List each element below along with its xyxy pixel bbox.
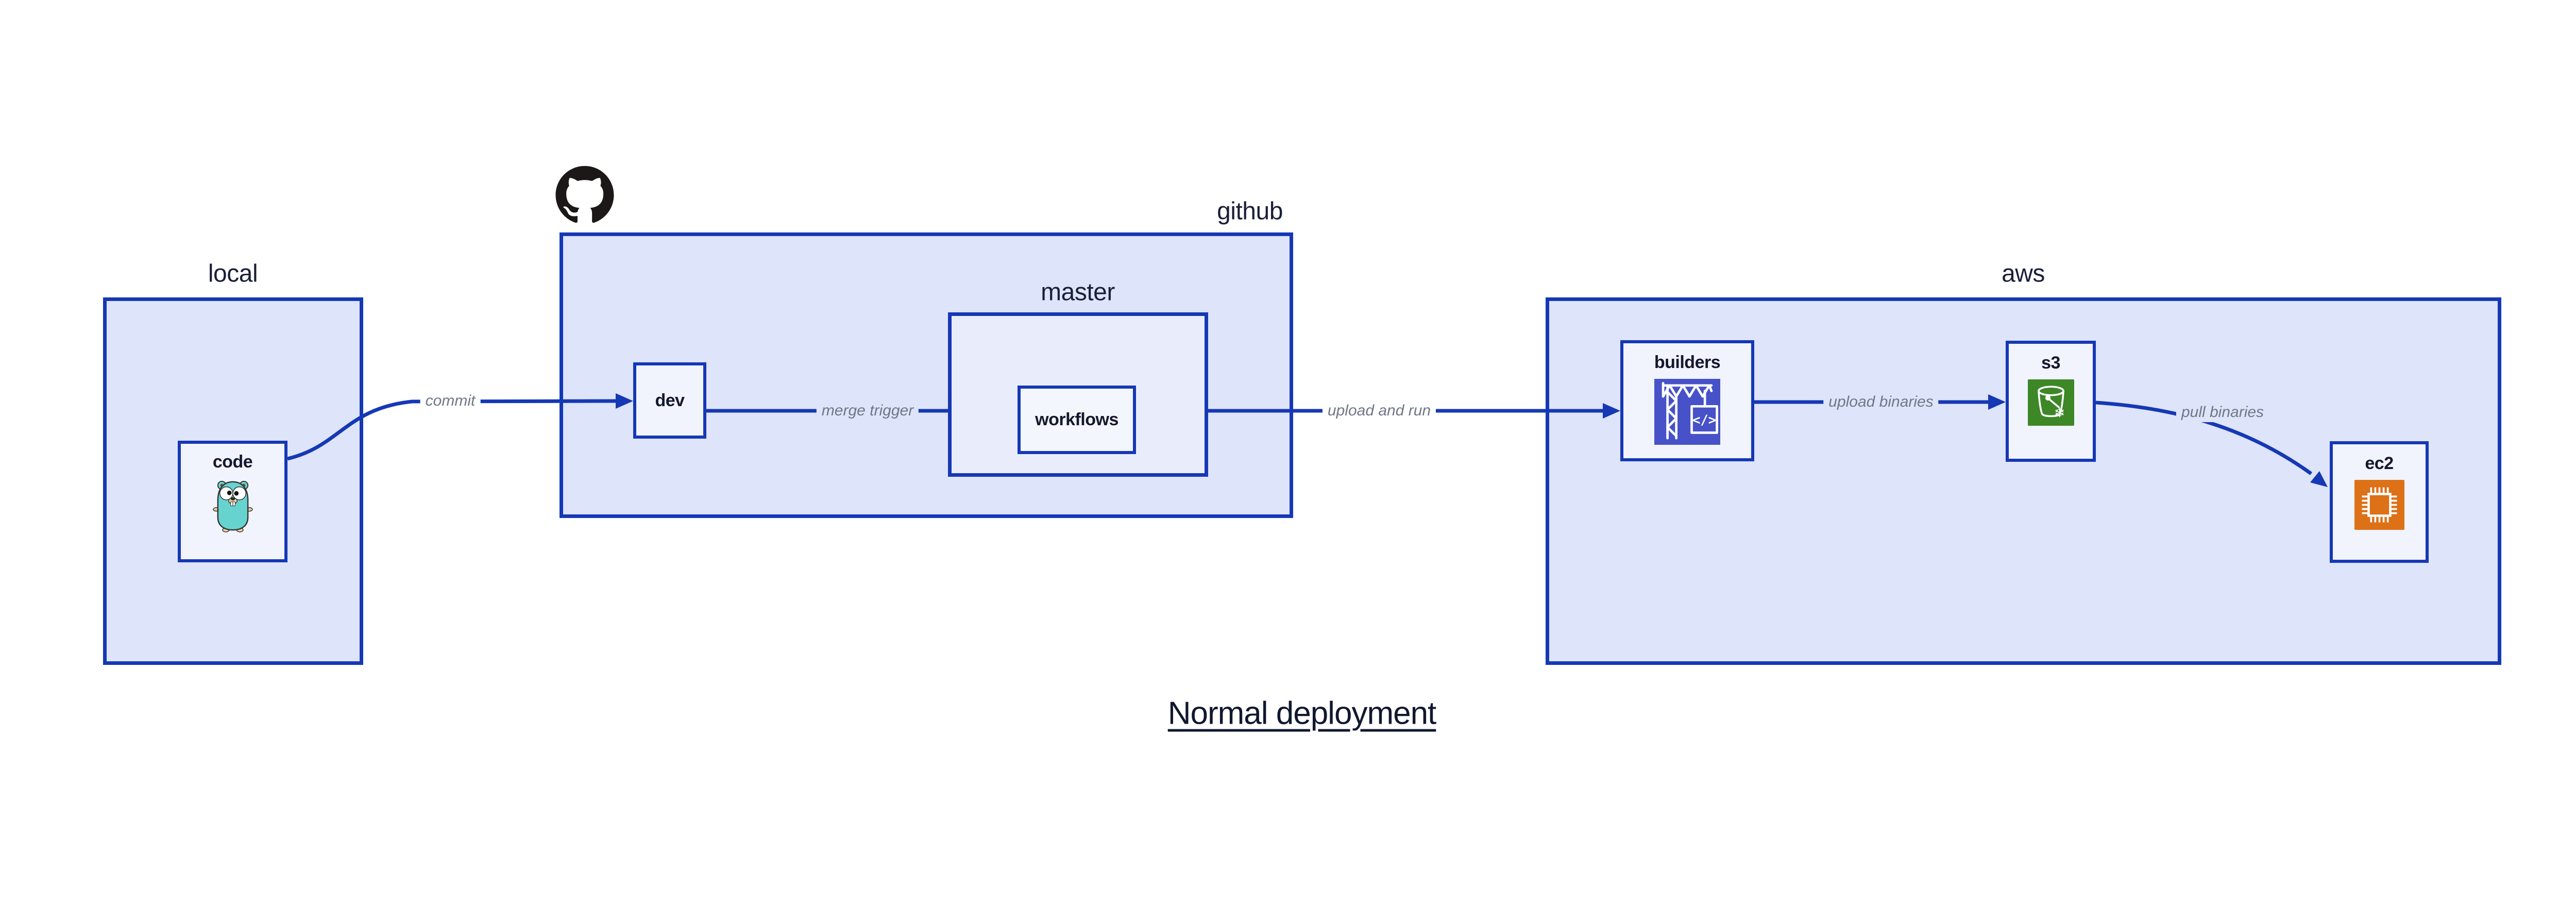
node-label-s3: s3 bbox=[2041, 353, 2060, 373]
edge-commit-line bbox=[287, 399, 618, 461]
diagram-title: Normal deployment bbox=[1167, 695, 1437, 731]
aws-ec2-icon bbox=[2354, 480, 2404, 530]
aws-codebuild-icon: </> bbox=[1654, 379, 1720, 445]
node-label-builders: builders bbox=[1654, 353, 1721, 372]
edge-pull-binaries-line bbox=[2095, 400, 2313, 475]
group-label-local: local bbox=[208, 260, 258, 288]
node-ec2: ec2 bbox=[2330, 441, 2429, 563]
edge-upload-and-run-arrowhead bbox=[1603, 403, 1620, 419]
node-dev: dev bbox=[633, 362, 706, 439]
github-octocat-icon bbox=[555, 166, 614, 223]
edge-label-pull-binaries: pull binaries bbox=[2176, 403, 2269, 422]
group-local bbox=[103, 297, 363, 665]
edge-upload-binaries-arrowhead bbox=[1988, 394, 2006, 410]
node-label-dev: dev bbox=[655, 390, 685, 410]
aws-s3-icon: ❄ bbox=[2027, 379, 2074, 426]
edge-label-merge-trigger: merge trigger bbox=[816, 401, 919, 421]
edge-label-upload-and-run: upload and run bbox=[1322, 401, 1436, 421]
node-label-ec2: ec2 bbox=[2365, 454, 2394, 473]
node-code: code bbox=[178, 441, 287, 562]
node-workflows: workflows bbox=[1018, 386, 1136, 454]
node-label-code: code bbox=[212, 452, 253, 472]
edge-label-commit: commit bbox=[420, 391, 481, 411]
node-label-workflows: workflows bbox=[1035, 410, 1118, 429]
node-builders: builders </> bbox=[1620, 340, 1754, 461]
svg-text:</>: </> bbox=[1692, 413, 1716, 428]
node-s3: s3 ❄ bbox=[2006, 341, 2096, 462]
group-label-aws: aws bbox=[2002, 260, 2045, 288]
svg-text:❄: ❄ bbox=[2054, 406, 2064, 421]
go-gopher-icon bbox=[212, 480, 253, 532]
group-label-master: master bbox=[1041, 278, 1115, 306]
edge-label-upload-binaries: upload binaries bbox=[1823, 392, 1939, 412]
group-label-github: github bbox=[1217, 197, 1283, 225]
edge-commit-arrowhead bbox=[616, 393, 633, 409]
edge-pull-binaries-arrowhead bbox=[2310, 471, 2328, 487]
